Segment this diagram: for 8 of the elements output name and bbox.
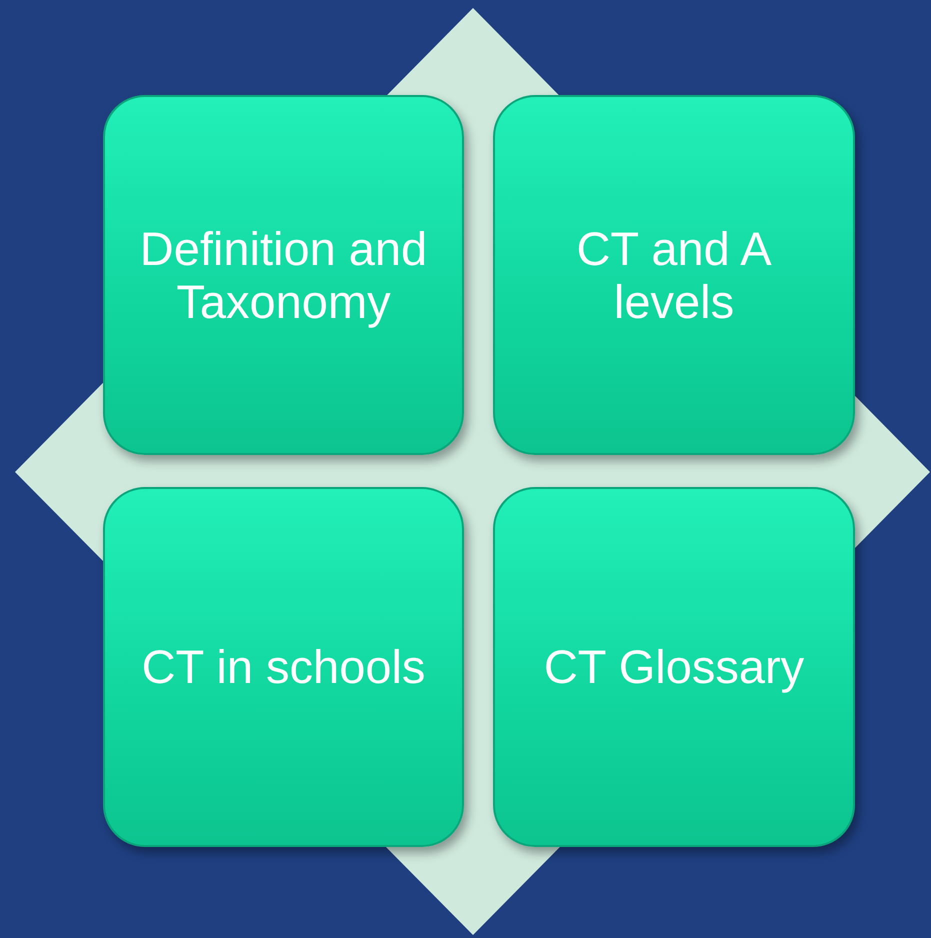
box-label: Definition and Taxonomy bbox=[138, 222, 428, 328]
rounded-box bbox=[493, 487, 855, 847]
rounded-box bbox=[493, 95, 855, 455]
rounded-box bbox=[103, 95, 464, 455]
box-label: CT Glossary bbox=[544, 640, 804, 694]
rounded-box bbox=[103, 487, 464, 847]
box-label: CT in schools bbox=[142, 640, 426, 694]
box-label: CT and A levels bbox=[575, 222, 773, 328]
